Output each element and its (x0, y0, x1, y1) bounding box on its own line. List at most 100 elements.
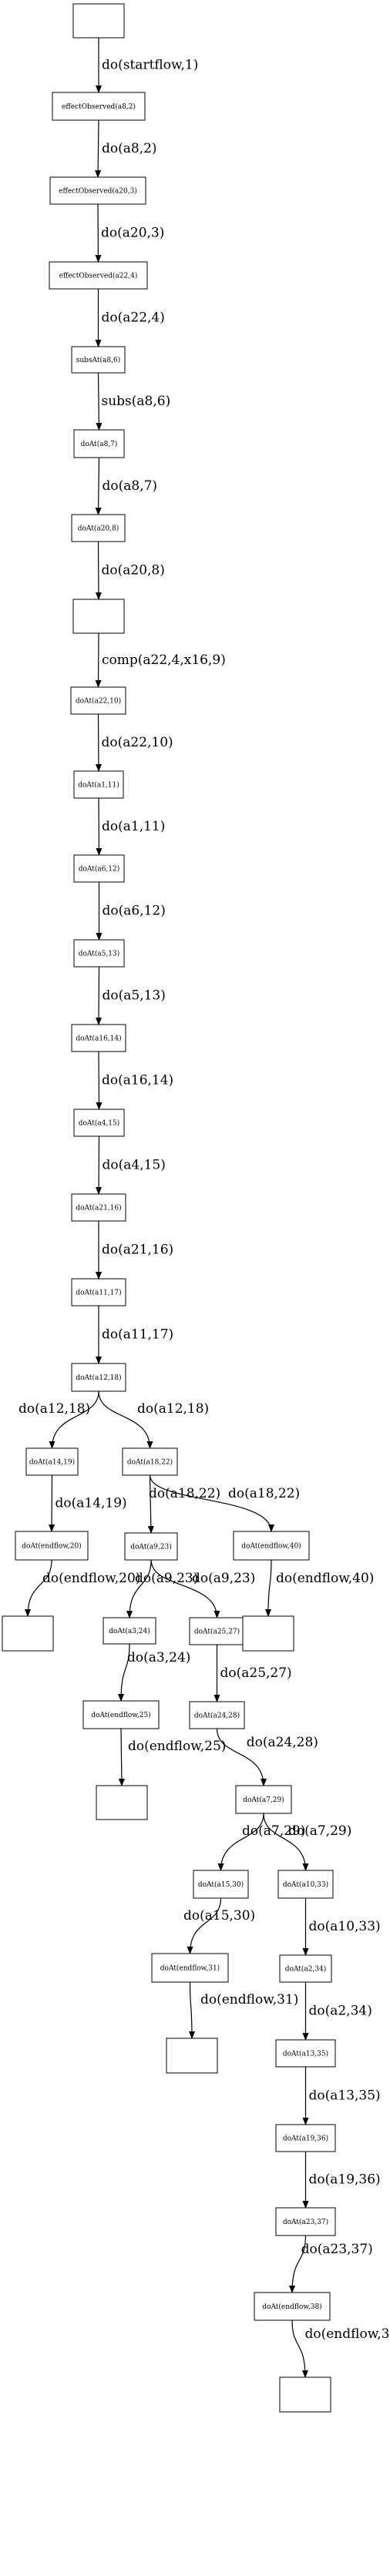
node-box (72, 599, 125, 634)
node-label: doAt(a18,22) (127, 1458, 173, 1467)
state-node: doAt(a7,29) (235, 1785, 292, 1814)
state-node: doAt(a23,37) (275, 2207, 336, 2236)
transition-edge: do(a12,18) (18, 1390, 99, 1449)
transition-edge: do(endflow,20) (25, 1559, 140, 1617)
node-label: doAt(a4,15) (79, 1119, 120, 1128)
node-box (71, 1363, 126, 1392)
transition-edge: do(a3,24) (118, 1643, 190, 1702)
state-node: doAt(a14,19) (25, 1447, 79, 1476)
edge-label: do(a22,10) (102, 735, 173, 750)
edge-label: do(endflow,38) (305, 2326, 390, 2342)
node-box (275, 2207, 336, 2236)
transition-edge: do(a4,15) (96, 1135, 166, 1195)
node-box (49, 176, 146, 205)
edge-label: do(a7,29) (288, 1823, 351, 1839)
node-label: doAt(a14,19) (29, 1458, 75, 1467)
edge-label: do(a3,24) (127, 1650, 190, 1665)
node-box (275, 2124, 336, 2152)
edge-label: do(a19,36) (309, 2172, 381, 2188)
edge-label: do(a18,22) (228, 1486, 300, 1501)
edge-label: do(a5,13) (103, 988, 166, 1004)
node-label: doAt(a16,14) (76, 1035, 121, 1043)
transition-edge: do(a16,14) (96, 1051, 173, 1110)
state-node: doAt(a6,12) (73, 854, 125, 883)
edge-label: do(endflow,20) (42, 1571, 140, 1586)
transition-edge: do(a2,34) (302, 1982, 372, 2041)
state-node: doAt(a21,16) (71, 1193, 126, 1222)
state-node: doAt(a20,8) (71, 514, 126, 542)
transition-edge: do(a20,8) (95, 541, 165, 600)
node-label: effectObserved(a8,2) (62, 102, 136, 111)
transition-edge: do(a23,37) (289, 2235, 373, 2293)
node-box (279, 1954, 332, 1983)
edge-label: do(a10,33) (309, 1919, 381, 1934)
state-node: subsAt(a8,6) (71, 346, 126, 374)
edge-label: do(a16,14) (102, 1073, 173, 1088)
edge-label: do(a8,7) (103, 478, 158, 494)
edge-arrow (49, 1390, 99, 1449)
state-node: doAt(a12,18) (71, 1363, 126, 1392)
transition-edge: do(startflow,1) (96, 38, 198, 93)
edge-arrow (291, 2319, 308, 2378)
node-box (72, 3, 125, 39)
transition-edge: do(a8,2) (95, 119, 157, 178)
node-label: doAt(a20,8) (78, 525, 119, 533)
edge-label: do(a22,4) (102, 310, 165, 326)
state-node: doAt(a5,13) (73, 939, 125, 968)
transition-edge: do(a12,18) (98, 1390, 209, 1449)
edge-label: do(a25,27) (220, 1665, 292, 1681)
node-box (15, 1531, 89, 1561)
edge-arrow (95, 203, 102, 263)
edge-arrow (187, 1897, 222, 1954)
node-label: doAt(endflow,38) (262, 2303, 321, 2311)
terminal-state-node (96, 1785, 148, 1820)
edge-arrow (265, 1559, 272, 1617)
state-node: doAt(a13,35) (275, 2039, 336, 2068)
edge-label: do(a23,37) (301, 2242, 373, 2257)
node-box (71, 1278, 126, 1306)
edge-label: do(a11,17) (102, 1327, 173, 1343)
node-box (73, 770, 124, 799)
state-node: doAt(a22,10) (70, 686, 126, 715)
transition-edge: do(a18,22) (149, 1474, 300, 1532)
edge-label: do(a20,3) (101, 226, 164, 241)
state-node: doAt(a24,28) (189, 1701, 245, 1729)
edge-label: do(a13,35) (309, 2088, 381, 2104)
terminal-state-node (166, 2038, 218, 2074)
edge-arrow (98, 1390, 153, 1449)
edge-label: do(endflow,31) (200, 1992, 298, 2007)
transition-edge: do(a22,4) (95, 289, 165, 347)
state-node: doAt(endflow,40) (233, 1531, 310, 1561)
edge-arrow (118, 1728, 125, 1786)
terminal-state-node (72, 3, 125, 39)
state-node: doAt(endflow,25) (82, 1700, 160, 1729)
node-box (73, 854, 125, 883)
transition-edge: do(endflow,38) (291, 2319, 390, 2378)
state-node: effectObserved(a8,2) (52, 92, 146, 121)
node-box (2, 1615, 54, 1652)
transition-edge: do(a10,33) (302, 1898, 381, 1956)
transition-edge: do(a18,22) (147, 1474, 220, 1534)
transition-edge: do(a7,29) (263, 1813, 351, 1871)
state-node: doAt(a1,11) (73, 770, 124, 799)
edge-label: do(a6,12) (103, 904, 166, 919)
node-box (189, 1701, 245, 1729)
transition-edge: do(a6,12) (96, 882, 166, 941)
node-label: doAt(a1,11) (78, 781, 119, 790)
nodes-layer: effectObserved(a8,2)effectObserved(a20,3… (2, 3, 336, 2413)
node-box (103, 1617, 156, 1645)
transition-edge: do(a14,19) (49, 1474, 127, 1532)
edge-arrow (263, 1813, 309, 1871)
transition-edge: do(a22,10) (95, 713, 173, 772)
transition-edge: do(a19,36) (302, 2152, 381, 2209)
node-label: doAt(endflow,40) (241, 1542, 301, 1551)
node-label: doAt(a11,17) (76, 1289, 121, 1297)
node-box (193, 1870, 249, 1899)
node-box (233, 1531, 310, 1561)
node-label: doAt(a10,33) (283, 1880, 328, 1889)
edge-label: do(a1,11) (102, 819, 165, 834)
edge-arrow (289, 2235, 307, 2293)
node-label: doAt(a25,27) (194, 1628, 240, 1636)
transition-edge: do(endflow,25) (118, 1728, 226, 1786)
edge-label: do(a18,22) (149, 1486, 220, 1501)
